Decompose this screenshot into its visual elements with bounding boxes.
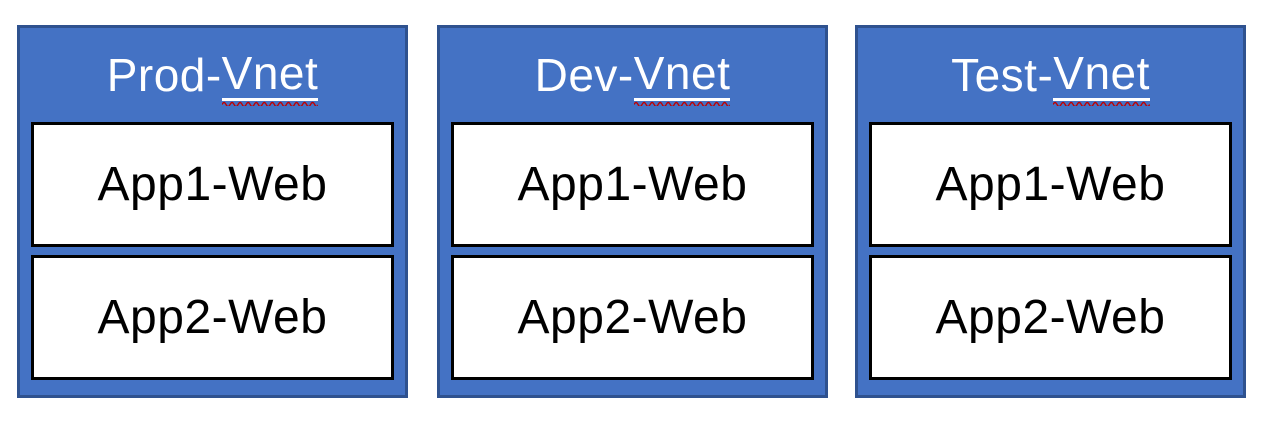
app-box-app1-web: App1-Web (451, 122, 814, 247)
vnet-title-dev: Dev-Vnet (451, 28, 814, 122)
app-box-app2-web: App2-Web (31, 255, 394, 380)
spellcheck-squiggle-icon (633, 101, 731, 106)
app-box-app1-web: App1-Web (31, 122, 394, 247)
app-box-label: App2-Web (517, 291, 748, 344)
app-box-app2-web: App2-Web (869, 255, 1232, 380)
app-box-label: App1-Web (517, 158, 748, 211)
vnet-title-test: Test-Vnet (869, 28, 1232, 122)
app-box-label: App2-Web (97, 291, 328, 344)
vnet-card-prod: Prod-Vnet App1-Web App2-Web (17, 25, 408, 398)
spellcheck-squiggle-icon (221, 101, 319, 106)
app-box-label: App1-Web (97, 158, 328, 211)
vnet-title-prefix: Test- (951, 49, 1054, 101)
vnet-underlined-word: Vnet (221, 46, 319, 106)
vnet-title-prefix: Prod- (106, 49, 222, 101)
vnet-underlined-word: Vnet (633, 46, 731, 106)
vnet-word-text: Vnet (1053, 46, 1150, 99)
vnet-underlined-word: Vnet (1053, 46, 1150, 106)
vnet-word-text: Vnet (221, 46, 319, 99)
app-box-app1-web: App1-Web (869, 122, 1232, 247)
vnet-card-test: Test-Vnet App1-Web App2-Web (855, 25, 1246, 398)
vnet-title-prefix: Dev- (534, 49, 634, 101)
app-box-app2-web: App2-Web (451, 255, 814, 380)
app-box-label: App1-Web (935, 158, 1166, 211)
vnet-word-text: Vnet (633, 46, 731, 99)
app-box-label: App2-Web (935, 291, 1166, 344)
spellcheck-squiggle-icon (1053, 101, 1150, 106)
vnet-title-prod: Prod-Vnet (31, 28, 394, 122)
vnet-card-dev: Dev-Vnet App1-Web App2-Web (437, 25, 828, 398)
